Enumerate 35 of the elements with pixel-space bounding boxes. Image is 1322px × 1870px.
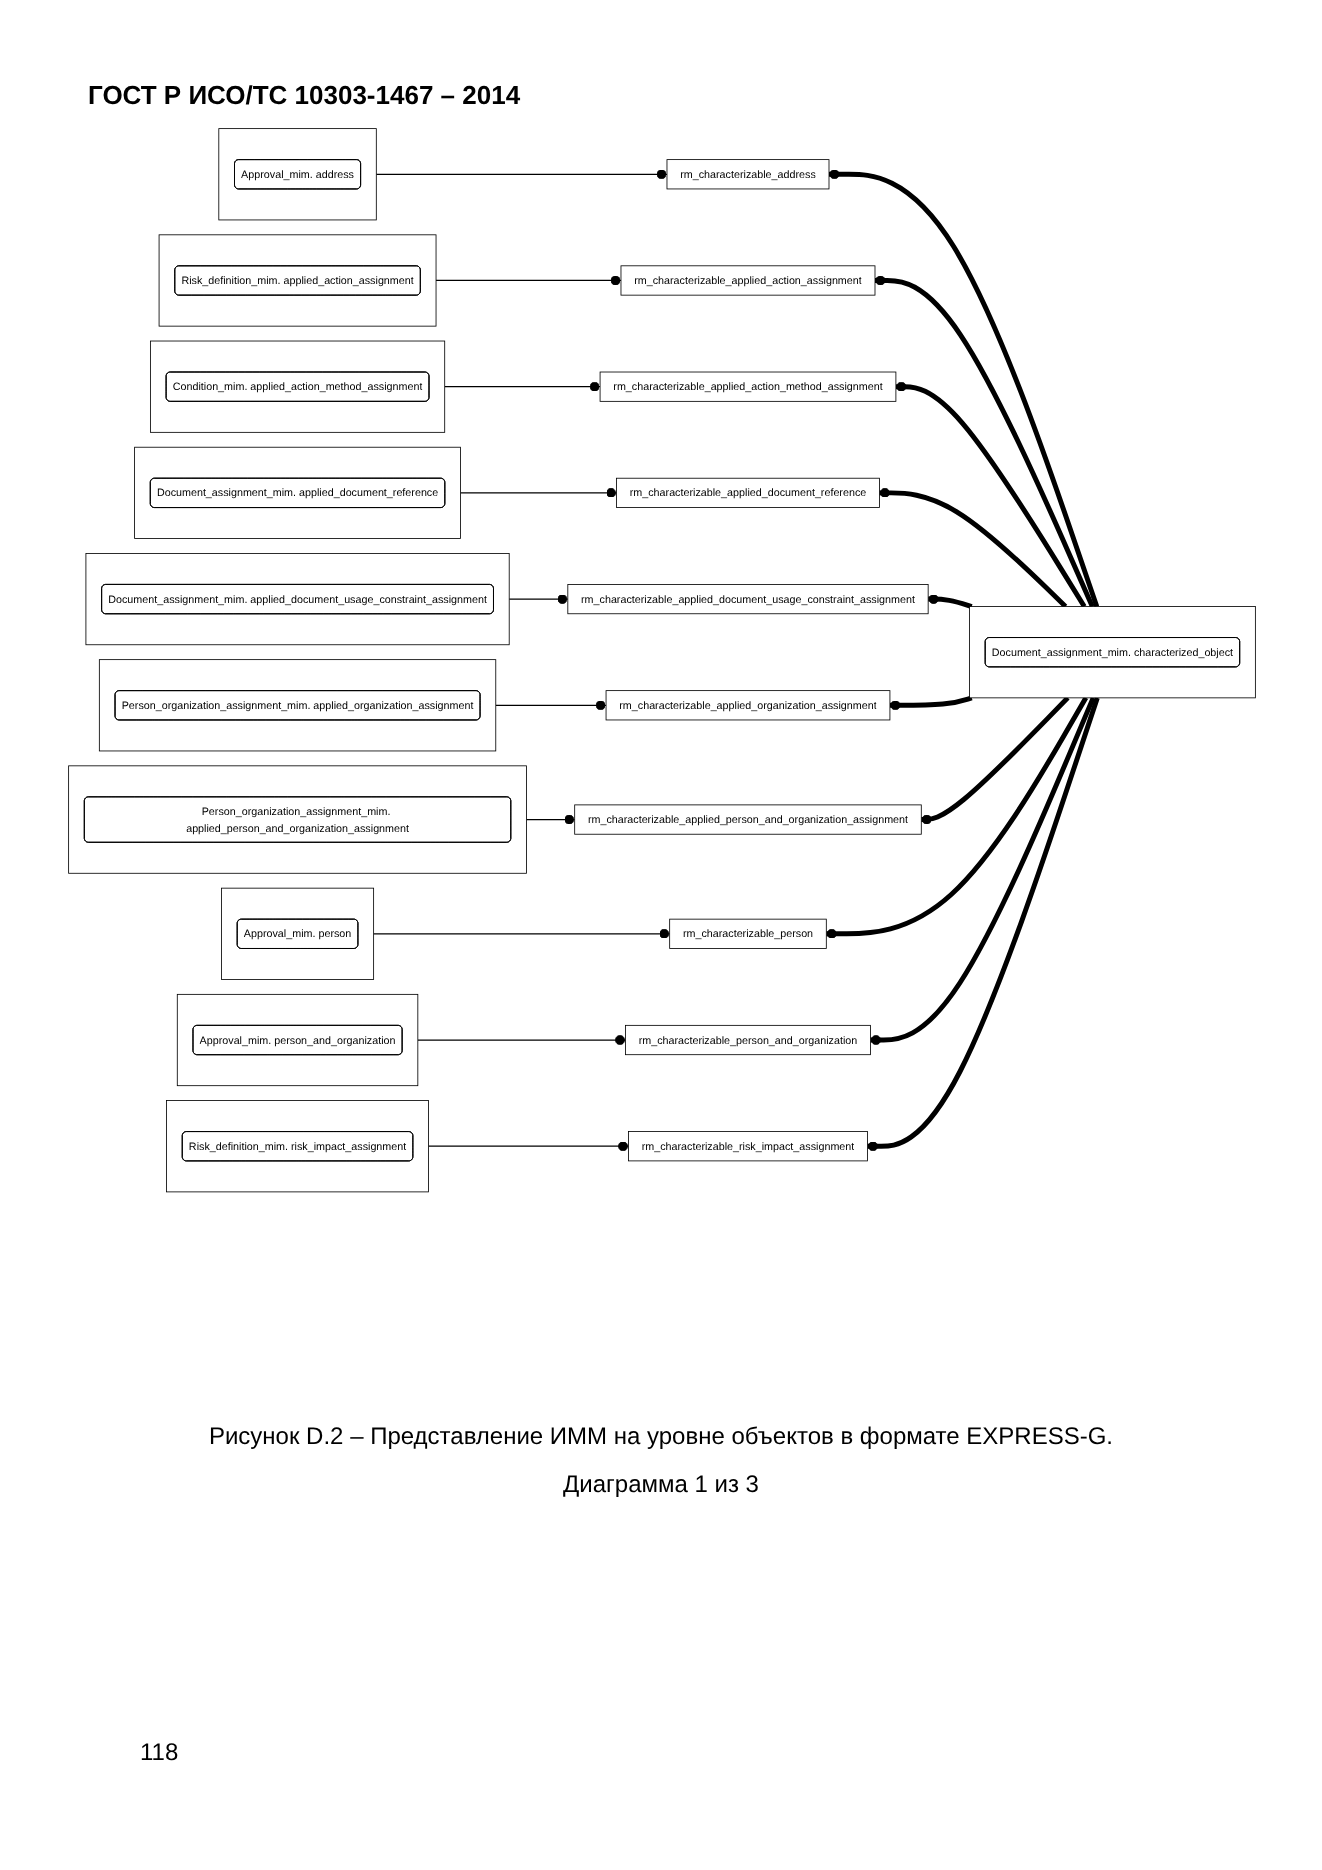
connector [426,1141,629,1152]
cluster [157,234,436,327]
cluster [165,1100,428,1193]
connector [920,696,1069,825]
cluster [133,446,460,539]
cluster [175,993,418,1087]
connector [878,487,1067,609]
connector [828,169,1099,608]
connector [372,928,670,939]
figure-caption: Рисунок D.2 – Представление ИММ на уровне объектов в формате EXPRESS-G. [206,1422,1116,1450]
cluster [97,659,496,752]
cluster [968,606,1255,699]
page-number: 118 [138,1736,181,1766]
connector [825,696,1088,939]
cluster [217,128,376,221]
connector [869,696,1095,1045]
connector [507,594,568,605]
connector [866,697,1099,1152]
cluster [149,340,445,433]
document-header: ГОСТ Р ИСО/ТС 10303-1467 – 2014 [86,78,523,110]
connector [894,381,1086,608]
cluster [84,553,509,646]
diagram-number: Диаграмма 1 из 3 [561,1470,761,1498]
cluster [220,887,374,980]
connector [458,487,617,498]
connector [416,1035,626,1045]
connector [874,275,1094,608]
connector [927,594,972,609]
connector [524,814,575,825]
connector [443,381,600,392]
connector [494,700,606,711]
connector [374,169,667,180]
connector [888,695,972,711]
connector [434,275,621,286]
cluster [67,765,526,874]
